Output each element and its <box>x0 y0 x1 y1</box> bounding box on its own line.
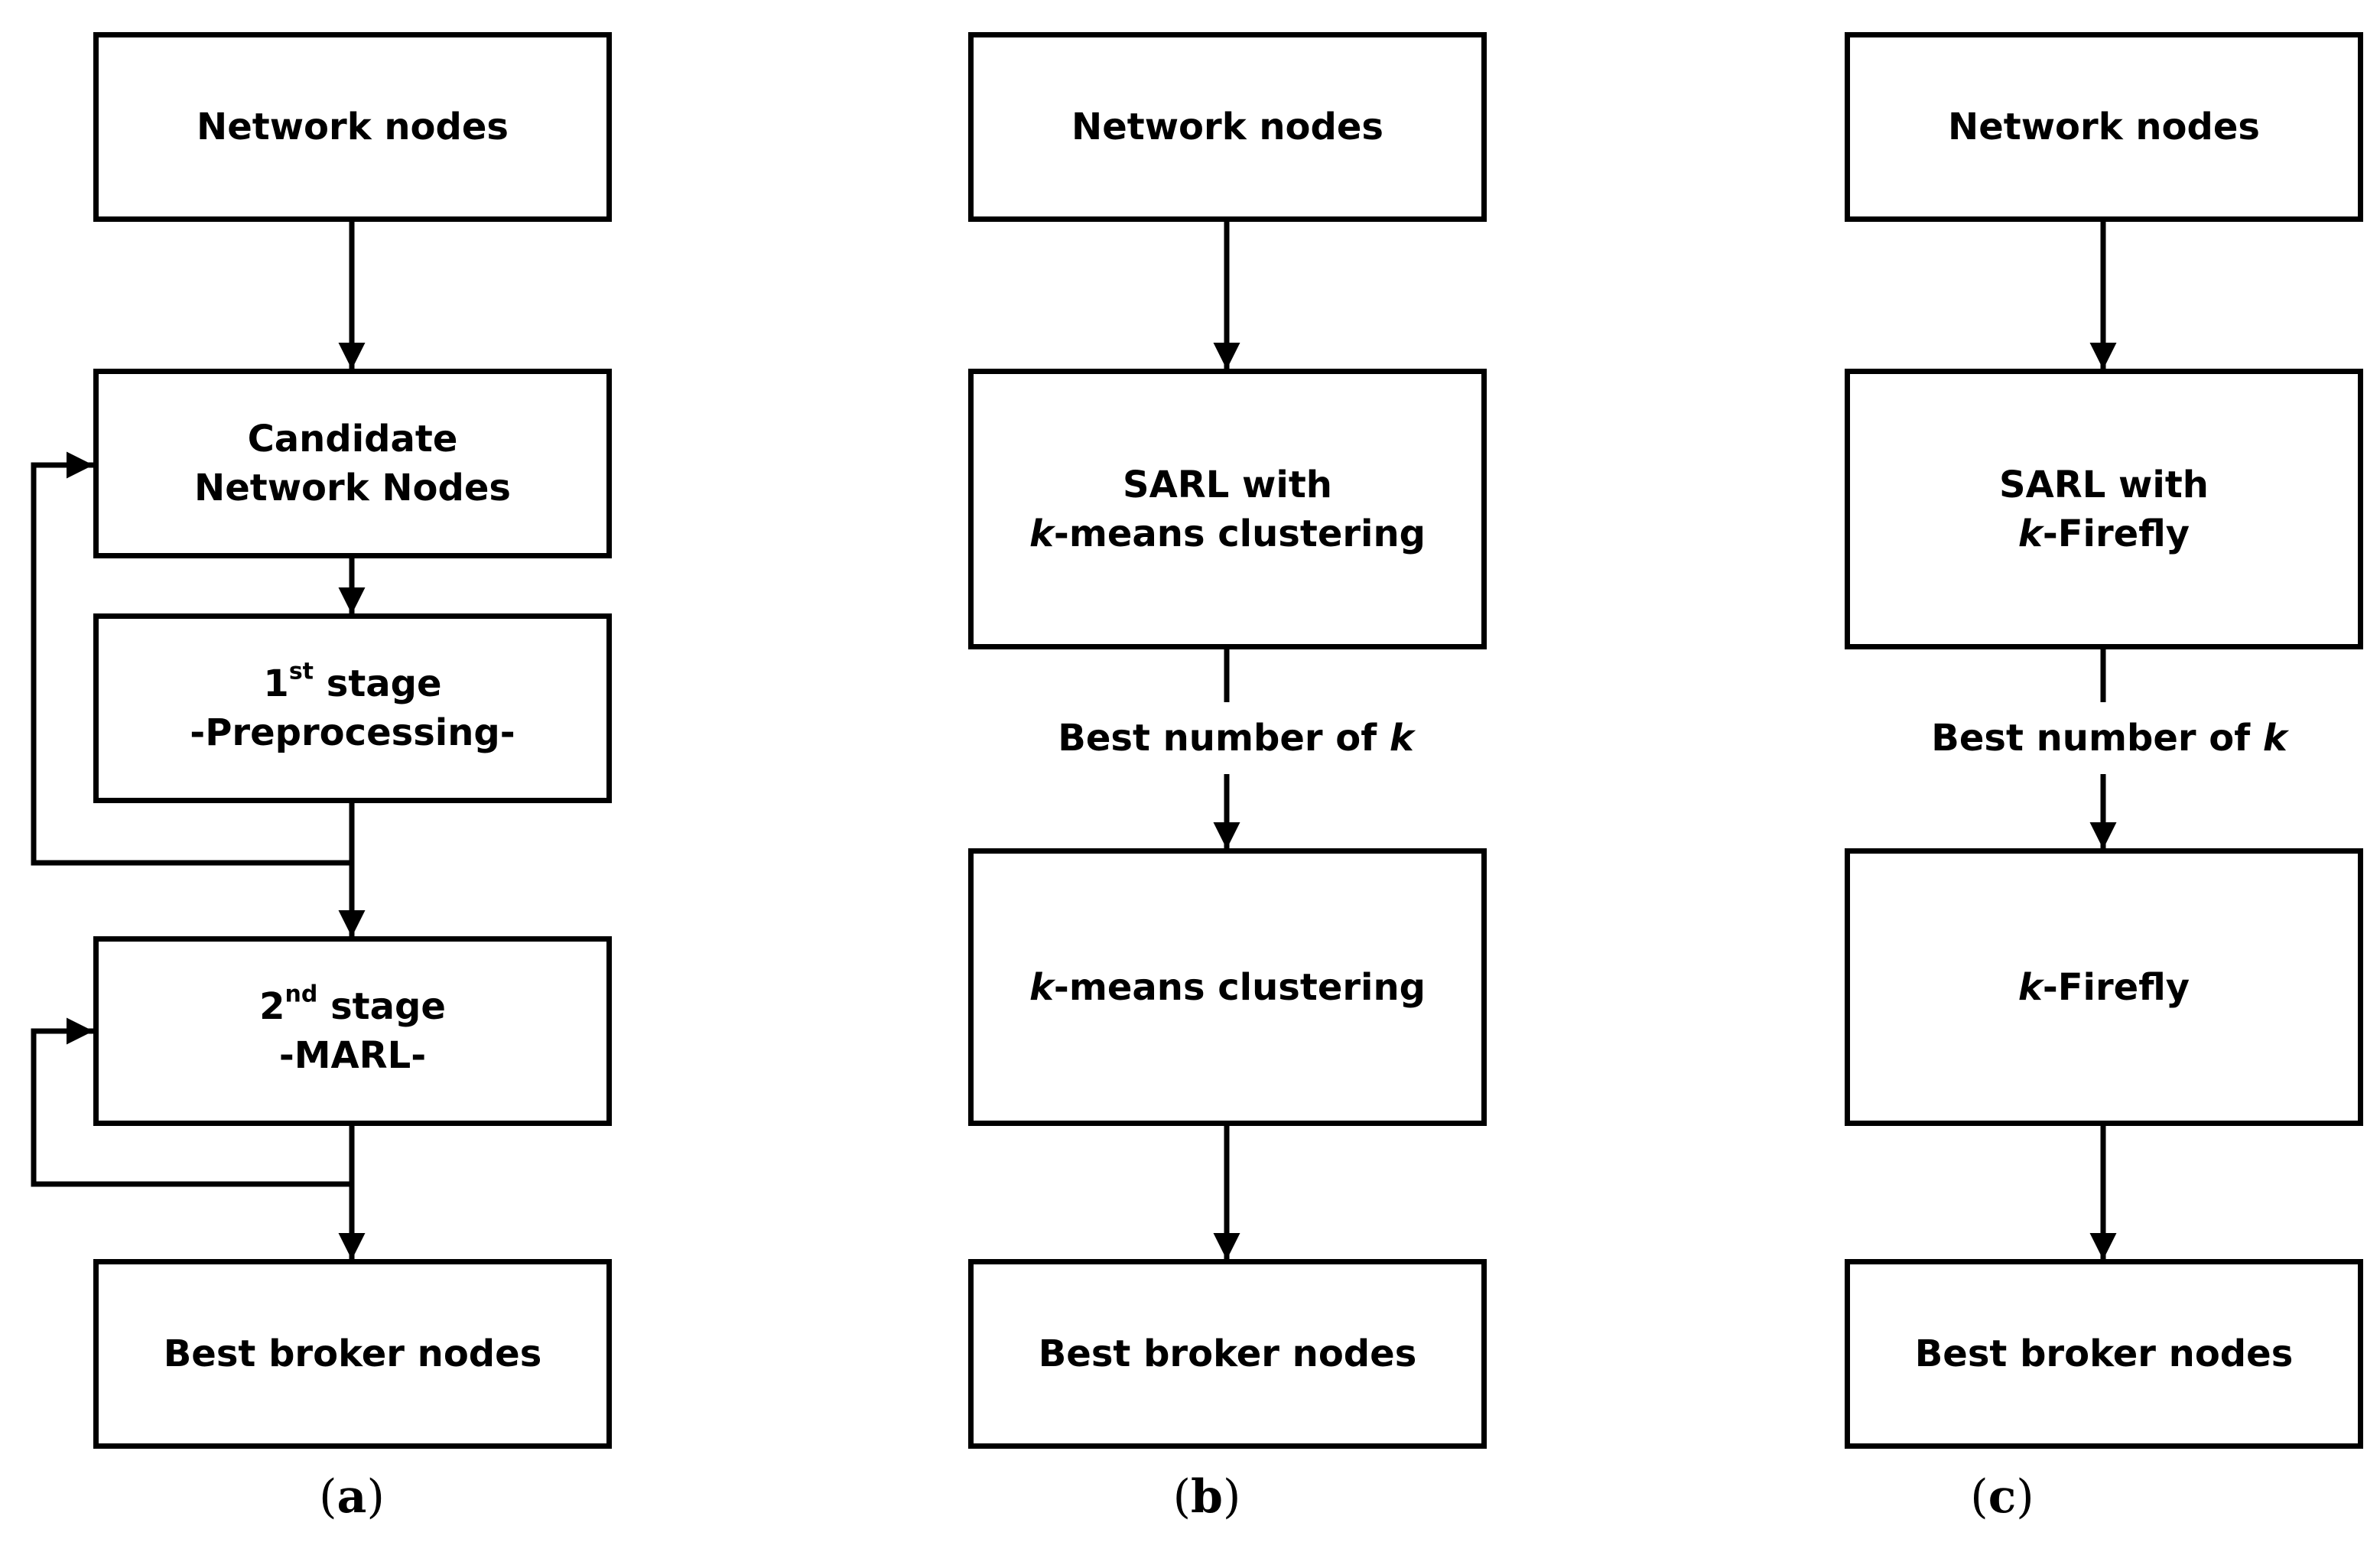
loop-a-stage1-to-candidate <box>31 451 352 866</box>
k-symbol: k <box>2017 512 2043 555</box>
node-a-candidate-nodes: Candidate Network Nodes <box>93 369 612 558</box>
stage2-ordinal: nd <box>284 981 318 1008</box>
k-symbol: k <box>1029 512 1054 555</box>
node-a-best-broker-nodes: Best broker nodes <box>93 1259 612 1449</box>
edge-label-c-best-number-of-k: Best number of k <box>1918 702 2300 774</box>
node-c-network-label: Network nodes <box>1948 106 2260 148</box>
edge-label-b-text: Best number of <box>1058 717 1390 760</box>
node-c-network-nodes: Network nodes <box>1845 32 2363 222</box>
node-c-method-rest: -Firefly <box>2042 965 2190 1009</box>
stage2-number: 2 <box>259 985 285 1028</box>
node-c-firefly: k-Firefly <box>1845 848 2363 1126</box>
edge-label-b-best-number-of-k: Best number of k <box>1045 702 1427 774</box>
node-a-stage2-line1: 2nd stage <box>259 982 446 1031</box>
stage1-number: 1 <box>263 662 289 705</box>
node-b-sarl-rest: -means clustering <box>1053 512 1426 555</box>
node-b-kmeans-clustering: k-means clustering <box>968 848 1487 1126</box>
k-symbol: k <box>2262 717 2287 760</box>
k-symbol: k <box>2017 965 2043 1009</box>
node-a-stage1-line2: -Preprocessing- <box>190 711 515 754</box>
stage2-word: stage <box>317 985 446 1028</box>
node-a-best-label: Best broker nodes <box>163 1332 542 1375</box>
node-a-network-label: Network nodes <box>197 106 509 148</box>
node-a-stage1-line1: 1st stage <box>263 659 441 708</box>
node-a-candidate-line2: Network Nodes <box>194 467 511 509</box>
node-a-stage1: 1st stage -Preprocessing- <box>93 613 612 803</box>
node-c-best-broker-nodes: Best broker nodes <box>1845 1259 2363 1449</box>
k-symbol: k <box>1389 717 1414 760</box>
loop-a-stage2-to-stage2 <box>31 1017 352 1187</box>
node-c-method-label: k-Firefly <box>2018 963 2190 1012</box>
node-c-sarl-line1: SARL with <box>1999 463 2209 506</box>
k-symbol: k <box>1029 965 1054 1009</box>
node-b-method-rest: -means clustering <box>1053 965 1426 1009</box>
node-b-sarl-line2: k-means clustering <box>1029 509 1426 558</box>
node-a-stage2: 2nd stage -MARL- <box>93 936 612 1126</box>
node-b-sarl-line1: SARL with <box>1123 463 1332 506</box>
panel-label-a: (a) <box>319 1470 385 1524</box>
node-a-network-nodes: Network nodes <box>93 32 612 222</box>
node-b-best-broker-nodes: Best broker nodes <box>968 1259 1487 1449</box>
edge-label-c-text: Best number of <box>1931 717 2263 760</box>
panel-label-c: (c) <box>1970 1470 2034 1524</box>
node-b-network-label: Network nodes <box>1071 106 1383 148</box>
stage1-ordinal: st <box>288 658 314 685</box>
node-c-sarl-rest: -Firefly <box>2042 512 2190 555</box>
node-a-stage2-line2: -MARL- <box>278 1034 427 1077</box>
node-c-sarl-line2: k-Firefly <box>2018 509 2190 558</box>
node-b-network-nodes: Network nodes <box>968 32 1487 222</box>
node-b-method-label: k-means clustering <box>1029 963 1426 1012</box>
node-b-best-label: Best broker nodes <box>1038 1332 1417 1375</box>
stage1-word: stage <box>314 662 442 705</box>
panel-label-b: (b) <box>1172 1470 1241 1524</box>
node-a-candidate-line1: Candidate <box>247 418 458 460</box>
node-c-sarl-firefly: SARL with k-Firefly <box>1845 369 2363 649</box>
node-b-sarl-kmeans: SARL with k-means clustering <box>968 369 1487 649</box>
node-c-best-label: Best broker nodes <box>1914 1332 2294 1375</box>
